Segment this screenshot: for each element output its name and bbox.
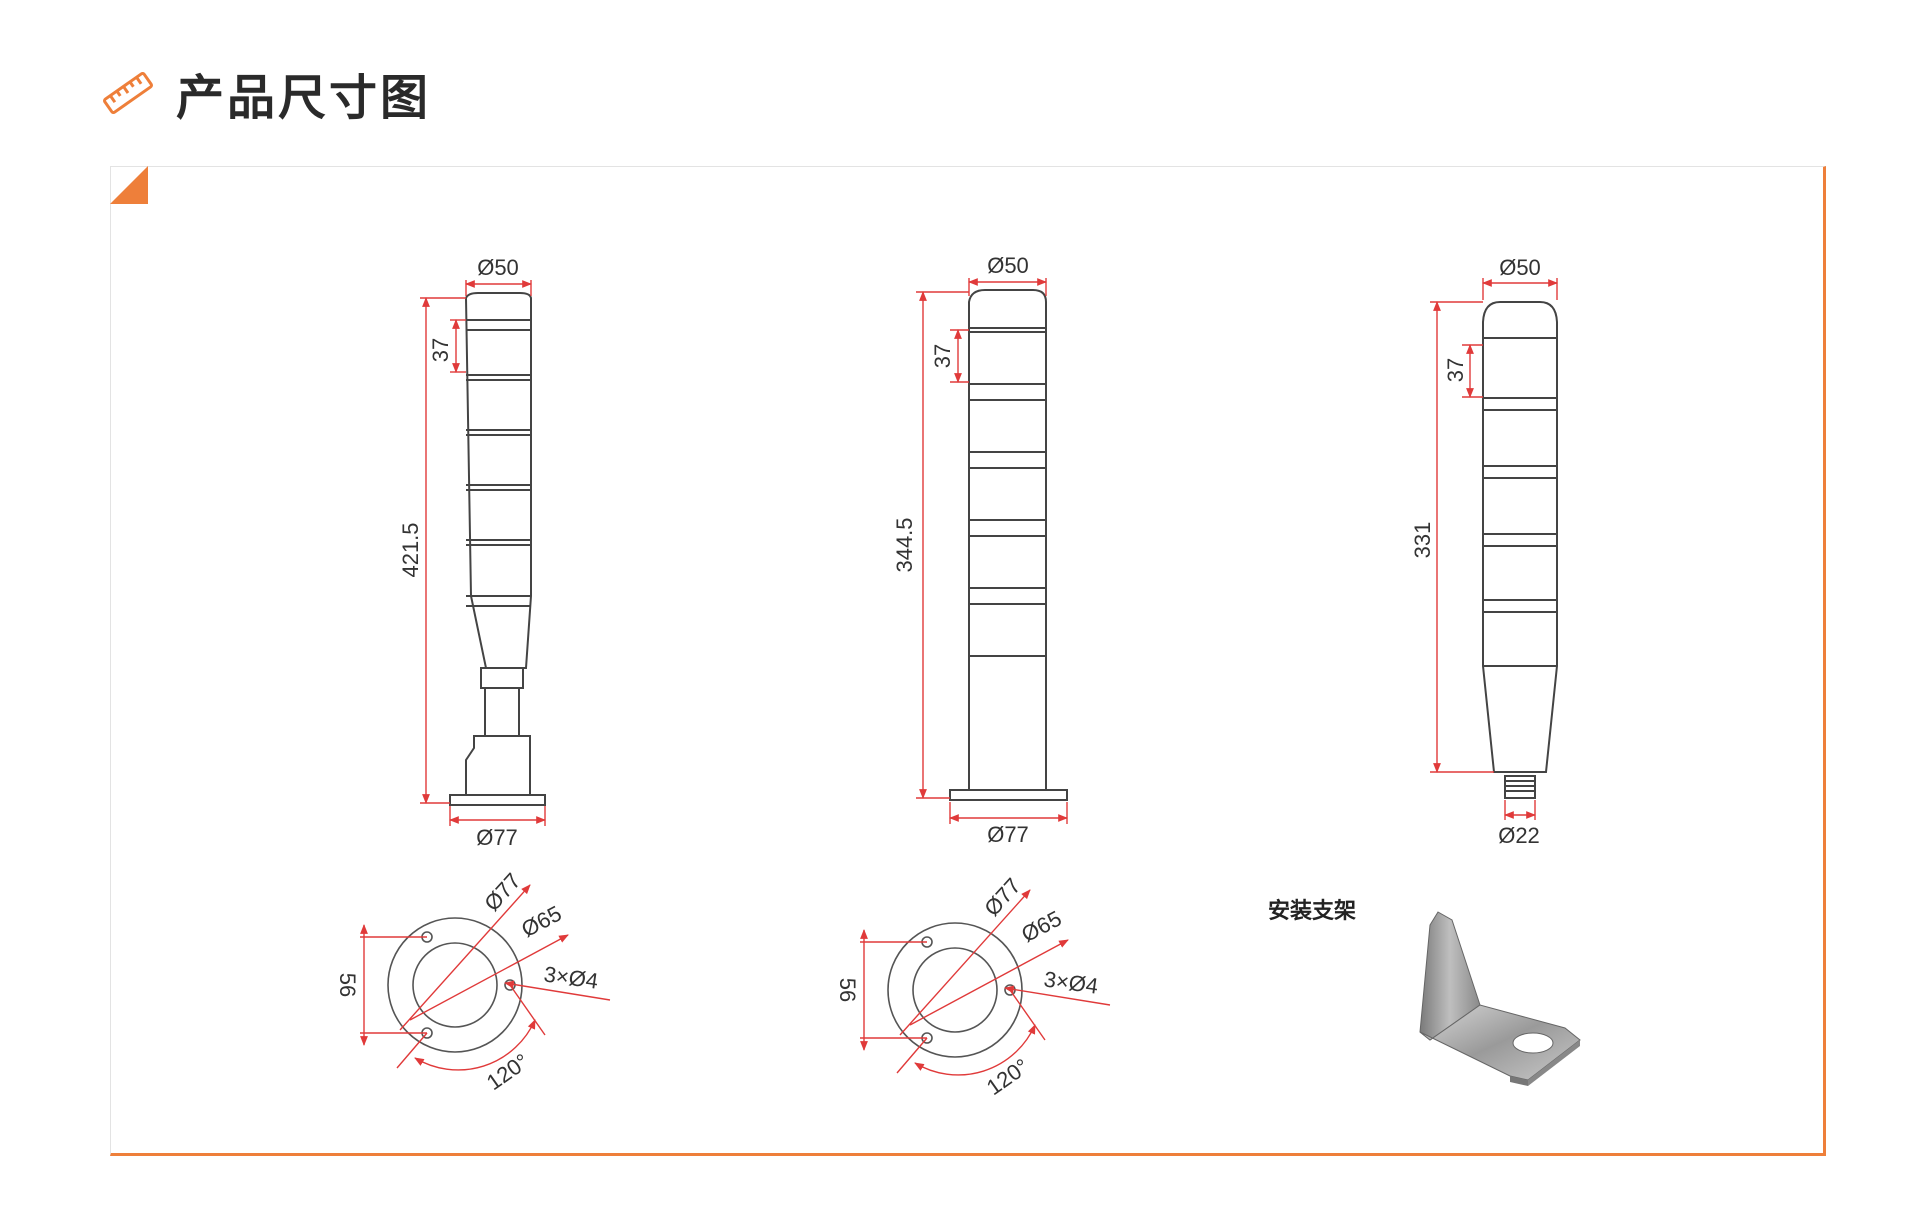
tower-2-dimensions bbox=[916, 278, 1068, 824]
tower-1-diameter-bottom: Ø77 bbox=[476, 825, 518, 850]
tower-2-diameter-top: Ø50 bbox=[987, 253, 1029, 278]
tower-3-segment: 37 bbox=[1443, 358, 1468, 382]
mounting-bracket-image bbox=[1419, 911, 1581, 1086]
tower-1-height: 421.5 bbox=[398, 522, 423, 577]
base-plan-1 bbox=[360, 884, 611, 1071]
tower-2 bbox=[949, 289, 1068, 801]
base-1-angle: 120° bbox=[482, 1049, 534, 1096]
tower-1 bbox=[449, 292, 546, 806]
base-1-inner: Ø65 bbox=[517, 901, 565, 943]
tower-1-segment: 37 bbox=[428, 338, 453, 362]
bracket-label: 安装支架 bbox=[1268, 899, 1357, 924]
tower-3-height: 331 bbox=[1410, 522, 1435, 559]
base-2-spacing: 56 bbox=[835, 978, 860, 1002]
base-2-outer: Ø77 bbox=[979, 873, 1025, 921]
base-1-spacing: 56 bbox=[335, 973, 360, 997]
base-2-inner: Ø65 bbox=[1017, 906, 1065, 948]
tower-2-diameter-bottom: Ø77 bbox=[987, 822, 1029, 847]
tower-3-diameter-top: Ø50 bbox=[1499, 255, 1541, 280]
page-title: 产品尺寸图 bbox=[176, 70, 432, 126]
tower-2-segment: 37 bbox=[930, 344, 955, 368]
panel-corner-accent bbox=[110, 166, 148, 204]
base-1-outer: Ø77 bbox=[479, 868, 525, 916]
base-plan-2 bbox=[860, 889, 1111, 1076]
tower-1-dimensions bbox=[420, 280, 546, 826]
page-header: 产品尺寸图 bbox=[100, 58, 431, 128]
drawing-panel bbox=[110, 166, 1826, 1156]
ruler-icon bbox=[103, 71, 153, 115]
tower-3 bbox=[1482, 301, 1558, 799]
base-2-holes: 3×Ø4 bbox=[1042, 966, 1099, 998]
base-2-angle: 120° bbox=[982, 1054, 1034, 1101]
tower-2-height: 344.5 bbox=[892, 517, 917, 572]
tower-1-diameter-top: Ø50 bbox=[477, 255, 519, 280]
base-1-holes: 3×Ø4 bbox=[542, 961, 599, 993]
tower-3-dimensions bbox=[1430, 278, 1558, 820]
tower-3-diameter-bottom: Ø22 bbox=[1498, 823, 1540, 848]
